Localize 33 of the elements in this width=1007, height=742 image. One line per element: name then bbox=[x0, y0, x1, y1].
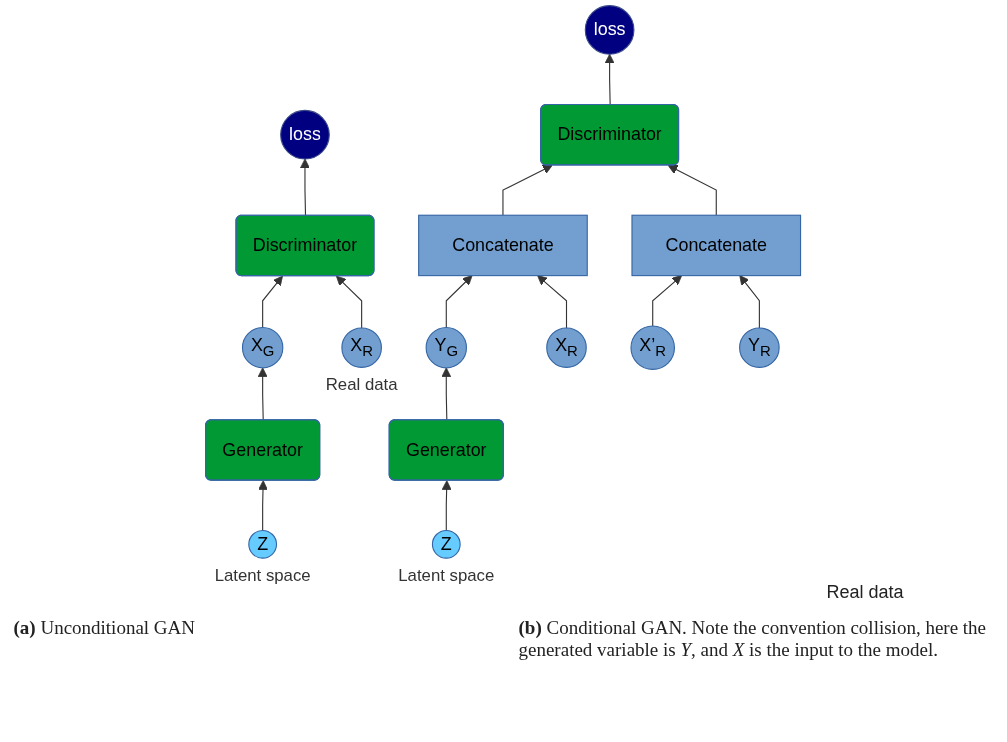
node-circle bbox=[341, 327, 383, 368]
arrow bbox=[258, 367, 268, 421]
node-circle bbox=[242, 326, 284, 369]
arrow bbox=[652, 275, 683, 327]
arrow bbox=[441, 367, 452, 421]
subfigure-caption: (a) Unconditional GAN bbox=[13, 617, 197, 640]
group-caption: Real data bbox=[825, 582, 905, 603]
node-circle bbox=[426, 326, 468, 369]
node-circle bbox=[546, 327, 588, 368]
gan-diagram: loss Discriminator X$_{G}$ Generator Z X$_{R}$ loss Discriminator Concatenate Concatenate Y$_{G}$ Generator Z X$_{R}$ X’$_{R}$ Y$_{R}$ Latent space Real data Latent space bbox=[200, 0, 807, 590]
node-caption: Latent space bbox=[398, 565, 495, 585]
node-circle bbox=[630, 325, 676, 370]
node-caption: Latent space bbox=[215, 565, 312, 585]
subfigure-caption: (b) Conditional GAN. Note the convention collision, here the generated variable is Y, and X is the input to the model. bbox=[518, 617, 988, 661]
node-box bbox=[418, 214, 589, 277]
arrow bbox=[446, 275, 473, 329]
arrow bbox=[537, 275, 568, 329]
node-circle bbox=[585, 5, 635, 55]
node-circle bbox=[739, 327, 781, 368]
arrow bbox=[300, 158, 311, 217]
arrow bbox=[262, 275, 284, 329]
arrow bbox=[442, 480, 452, 531]
arrow bbox=[668, 165, 718, 216]
node-caption: Real data bbox=[326, 374, 398, 394]
node-circle bbox=[280, 109, 331, 160]
node-circle bbox=[248, 529, 278, 559]
arrow bbox=[336, 275, 363, 329]
arrow bbox=[605, 53, 615, 106]
node-box bbox=[631, 214, 802, 277]
arrow bbox=[502, 165, 553, 216]
arrow bbox=[258, 480, 269, 531]
arrow bbox=[739, 275, 761, 329]
node-circle bbox=[432, 529, 462, 559]
